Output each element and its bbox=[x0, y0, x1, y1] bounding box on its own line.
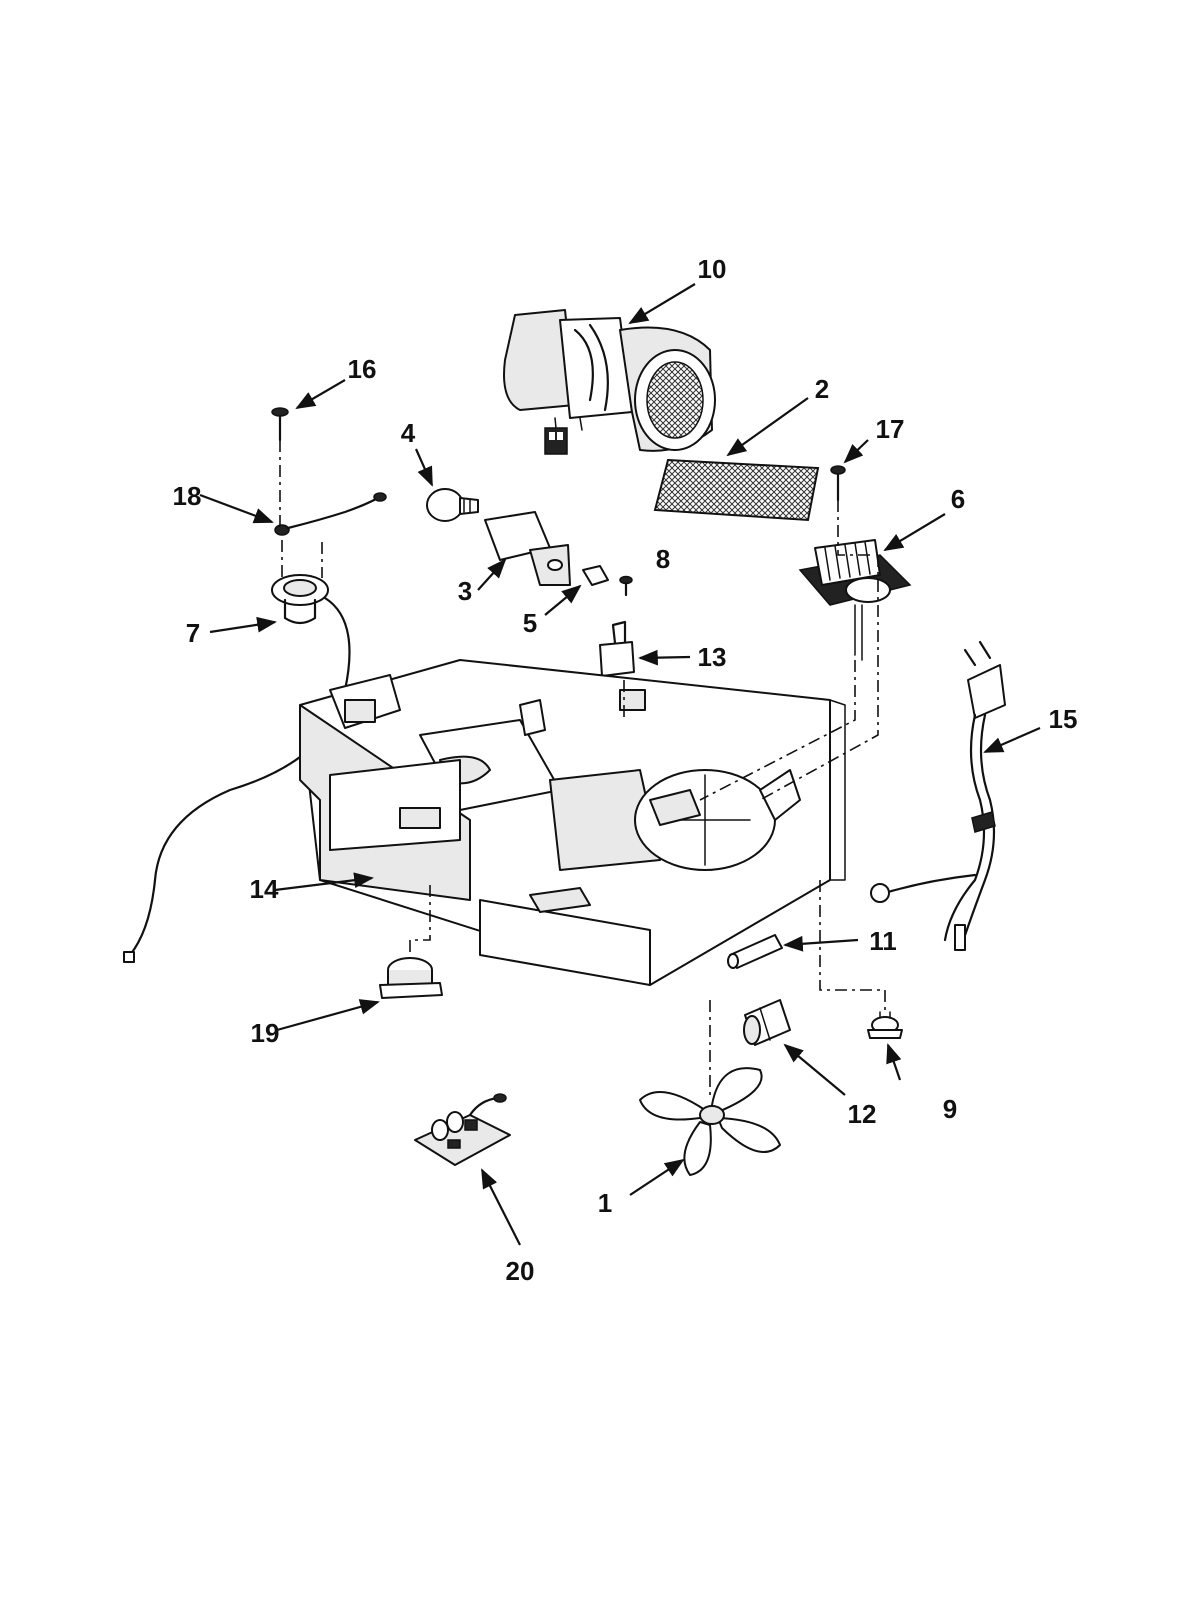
callout-6: 6 bbox=[951, 484, 965, 514]
lamp-holder-part bbox=[484, 511, 571, 586]
fuse-part bbox=[727, 934, 783, 969]
leader-11 bbox=[783, 935, 859, 952]
callout-1: 1 bbox=[598, 1188, 612, 1218]
callout-2: 2 bbox=[815, 374, 829, 404]
callout-17: 17 bbox=[876, 414, 905, 444]
light-bulb-part bbox=[426, 488, 479, 522]
leader-14 bbox=[274, 872, 374, 892]
switch-part bbox=[582, 565, 609, 586]
callout-15: 15 bbox=[1049, 704, 1078, 734]
thermal-cutout-part bbox=[867, 1011, 903, 1039]
callout-3: 3 bbox=[458, 576, 472, 606]
callout-9: 9 bbox=[943, 1094, 957, 1124]
screw-part-17 bbox=[830, 465, 846, 502]
ground-wire-part bbox=[274, 492, 387, 536]
blower-assembly-part bbox=[503, 309, 716, 455]
leader-2 bbox=[726, 397, 809, 457]
base-chassis-part bbox=[299, 659, 846, 986]
control-board-part bbox=[414, 1093, 511, 1166]
callout-13: 13 bbox=[698, 642, 727, 672]
charcoal-filter-part bbox=[653, 458, 820, 522]
leader-5 bbox=[544, 584, 582, 616]
leader-16 bbox=[295, 379, 346, 409]
leader-6 bbox=[883, 513, 946, 552]
lamp-socket-part bbox=[123, 574, 351, 963]
leader-15 bbox=[983, 726, 1041, 754]
leader-7 bbox=[209, 616, 277, 634]
fan-motor-part bbox=[798, 539, 912, 661]
fuse-holder-part bbox=[743, 999, 791, 1046]
leader-12 bbox=[783, 1043, 846, 1096]
leader-4 bbox=[414, 448, 434, 487]
callout-18: 18 bbox=[173, 481, 202, 511]
power-cord-part bbox=[870, 640, 1006, 952]
screw-part-8 bbox=[619, 575, 633, 597]
leader-13 bbox=[638, 649, 691, 666]
screw-part-16 bbox=[271, 407, 289, 442]
turntable-motor-part bbox=[379, 957, 443, 999]
alignment-lines bbox=[279, 440, 886, 1098]
leader-10 bbox=[628, 283, 696, 325]
leader-1 bbox=[629, 1158, 685, 1196]
relay-part bbox=[599, 620, 635, 677]
callout-19: 19 bbox=[251, 1018, 280, 1048]
leader-20 bbox=[481, 1168, 521, 1246]
leader-9 bbox=[886, 1043, 902, 1081]
leader-3 bbox=[477, 558, 507, 591]
callout-11: 11 bbox=[869, 926, 897, 956]
callout-16: 16 bbox=[348, 354, 377, 384]
callout-14: 14 bbox=[250, 874, 279, 904]
fan-blade-part bbox=[639, 1067, 781, 1176]
callout-labels: 1 2 3 4 5 6 7 8 9 10 11 12 13 14 15 16 1… bbox=[173, 254, 1078, 1286]
leader-17 bbox=[843, 439, 869, 464]
leader-arrows bbox=[199, 283, 1041, 1246]
leader-19 bbox=[276, 999, 380, 1032]
callout-10: 10 bbox=[698, 254, 727, 284]
callout-20: 20 bbox=[506, 1256, 535, 1286]
callout-5: 5 bbox=[523, 608, 537, 638]
callout-8: 8 bbox=[656, 544, 670, 574]
callout-12: 12 bbox=[848, 1099, 877, 1129]
callout-7: 7 bbox=[186, 618, 200, 648]
callout-4: 4 bbox=[401, 418, 416, 448]
leader-18 bbox=[199, 493, 274, 524]
